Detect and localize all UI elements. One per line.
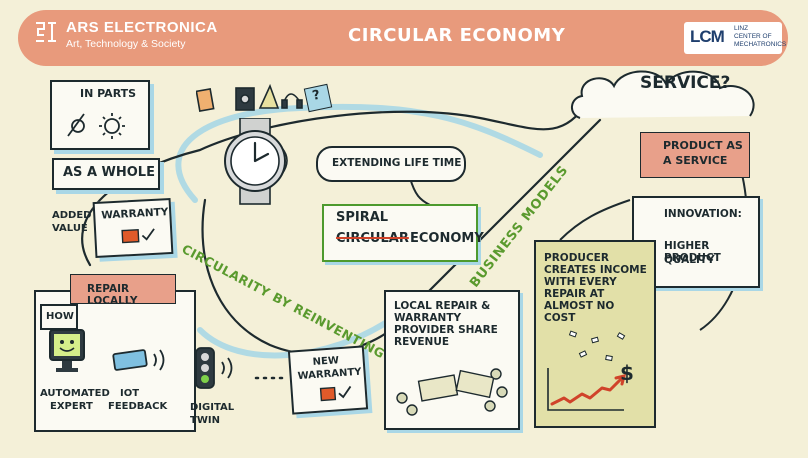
service-cloud	[571, 70, 755, 119]
partner-mark: LCM	[690, 27, 725, 46]
automated-expert-monitor-icon	[49, 329, 85, 372]
warranty-label: WARRANTY	[100, 206, 169, 222]
brand-tagline: Art, Technology & Society	[66, 38, 186, 50]
partner-line-3: MECHATRONICS	[734, 41, 787, 48]
warranty-seal-icon	[121, 228, 155, 244]
economy-label: ECONOMY	[410, 231, 484, 246]
new-warranty-seal-icon	[319, 385, 352, 402]
automated-expert-label-1: AUTOMATED	[40, 388, 110, 399]
new-warranty-card: NEW WARRANTY	[287, 345, 369, 415]
how-bubble: HOW	[40, 304, 78, 330]
gears-tools-icon	[67, 113, 125, 139]
as-a-whole-card: AS A WHOLE	[52, 158, 160, 190]
producer-box: PRODUCER CREATES INCOME WITH EVERY REPAI…	[534, 240, 656, 428]
local-repair-text: LOCAL REPAIR & WARRANTY PROVIDER SHARE R…	[394, 300, 498, 349]
product-as-service-label-1: PRODUCT AS	[663, 139, 743, 152]
product-as-service-box: PRODUCT AS A SERVICE	[640, 132, 750, 178]
devices-icons	[196, 83, 303, 112]
partner-logo: LCM LINZ CENTER OF MECHATRONICS	[684, 22, 786, 54]
spiral-economy-box: SPIRAL CIRCULAR ECONOMY	[322, 204, 484, 262]
page-title: CIRCULAR ECONOMY	[348, 25, 566, 46]
ars-electronica-logo-icon	[36, 22, 56, 42]
new-warranty-label-1: NEW	[312, 355, 340, 369]
automated-expert-label-2: EXPERT	[50, 401, 93, 412]
wristwatch-icon	[224, 118, 288, 205]
new-warranty-label-2: WARRANTY	[297, 366, 362, 383]
digital-twin-label-2: TWIN	[190, 415, 220, 426]
extending-life-time-bubble: EXTENDING LIFE TIME	[316, 146, 466, 182]
added-value-label-1: ADDED	[52, 210, 92, 221]
how-label: HOW	[46, 311, 74, 322]
innovation-label-3: QUALITY	[664, 254, 715, 266]
brand-name: ARS ELECTRONICA	[66, 19, 218, 36]
digital-twin-traffic-light-icon	[195, 347, 233, 389]
as-a-whole-label: AS A WHOLE	[63, 165, 155, 180]
iot-feedback-label-1: IOT	[120, 388, 140, 399]
money-split-icon	[396, 368, 508, 416]
dollar-sign: $	[620, 361, 634, 385]
local-repair-card: LOCAL REPAIR & WARRANTY PROVIDER SHARE R…	[384, 290, 520, 430]
spiral-label: SPIRAL	[336, 210, 389, 225]
extending-life-time-label: EXTENDING LIFE TIME	[332, 157, 462, 169]
circular-struck-label: CIRCULAR	[336, 231, 409, 246]
iot-sensor-icon	[112, 349, 165, 371]
iot-feedback-label-2: FEEDBACK	[108, 401, 168, 412]
partner-line-2: CENTER OF	[734, 33, 772, 40]
added-value-label-2: VALUE	[52, 223, 88, 234]
product-as-service-label-2: A SERVICE	[663, 154, 728, 167]
service-question-label: SERVICE?	[640, 73, 731, 93]
innovation-label-1: INNOVATION:	[664, 208, 742, 220]
in-parts-label: IN PARTS	[80, 87, 137, 100]
partner-line-1: LINZ	[734, 25, 749, 32]
in-parts-card: IN PARTS	[50, 80, 150, 150]
repair-locally-badge: REPAIR LOCALLY	[70, 274, 176, 308]
digital-twin-label-1: DIGITAL	[190, 402, 235, 413]
question-box-icon: ?	[303, 83, 333, 113]
producer-text: PRODUCER CREATES INCOME WITH EVERY REPAI…	[544, 252, 647, 325]
warranty-card: WARRANTY	[92, 197, 174, 259]
question-mark: ?	[311, 87, 322, 104]
innovation-label-2: HIGHER PRODUCT	[664, 240, 721, 265]
income-growth-chart-icon	[547, 330, 627, 411]
header-banner: ARS ELECTRONICA Art, Technology & Societ…	[18, 10, 788, 66]
repair-locally-label: REPAIR LOCALLY	[87, 283, 138, 308]
